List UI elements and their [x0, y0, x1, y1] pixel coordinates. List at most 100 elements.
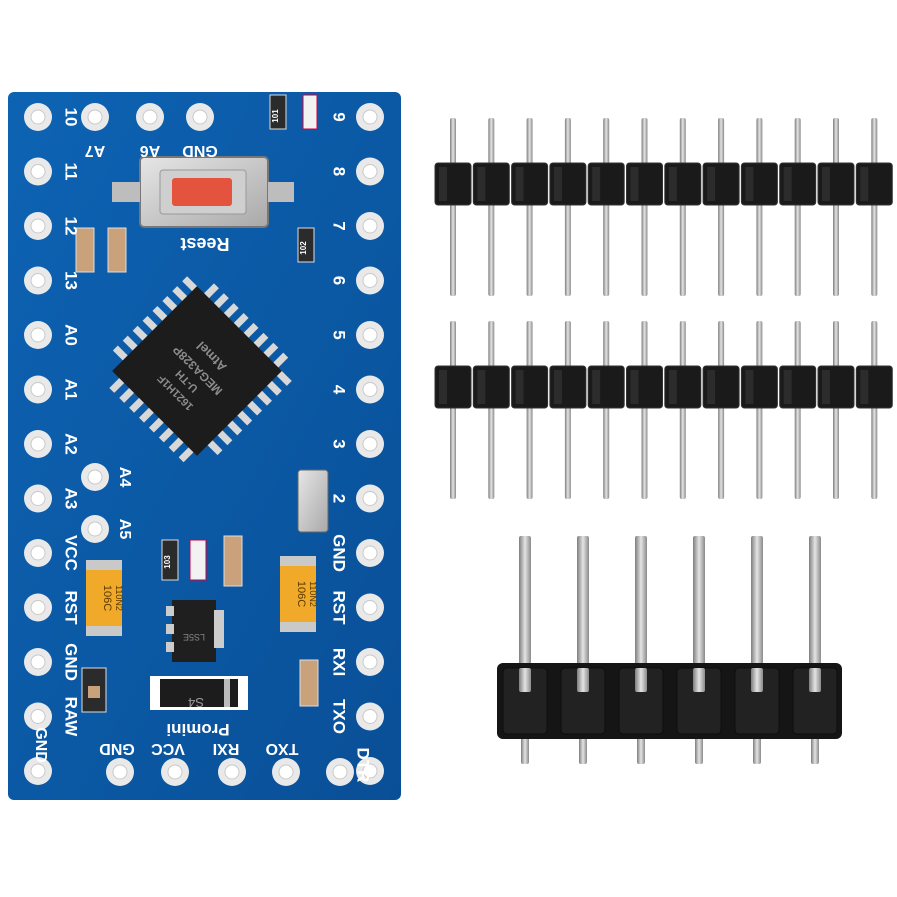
left-pin-label: GND: [32, 727, 49, 763]
chip-pin: [122, 335, 140, 352]
right-pad: [356, 212, 384, 240]
left-pin-label: A1: [62, 379, 81, 401]
angled-pin: [635, 536, 647, 672]
chip-pin: [222, 303, 239, 320]
top-pin-label: A6: [140, 142, 161, 159]
right-pad: [356, 266, 384, 295]
bottom-pin-label: GND: [99, 740, 135, 757]
straight-header-row-1: [434, 118, 893, 296]
header-pin: [526, 118, 533, 296]
header-pin: [718, 321, 725, 499]
left-pin-label: VCC: [62, 535, 81, 571]
left-pin-label: A2: [62, 433, 81, 455]
bottom-pad: [218, 758, 246, 786]
right-pin-row: [356, 103, 384, 785]
svg-text:106C: 106C: [101, 585, 113, 611]
mcu-chip: Atmel MEGA328P U-TH 1621H1F: [109, 276, 292, 463]
angled-pin-tail: [637, 736, 645, 764]
chip-pin: [225, 419, 243, 436]
svg-text:110N2: 110N2: [114, 585, 124, 611]
header-pin: [679, 321, 686, 499]
svg-text:101: 101: [271, 109, 280, 123]
header-pin: [641, 321, 648, 499]
promini-label: Promini: [166, 720, 229, 739]
header-pin: [794, 118, 801, 296]
inner-pad: [81, 463, 109, 491]
header-pin: [603, 118, 610, 296]
chip-pin: [182, 276, 199, 293]
left-pad: [24, 103, 52, 131]
chip-pin: [216, 428, 233, 446]
right-pad: [356, 484, 384, 513]
svg-text:102: 102: [299, 241, 308, 255]
chip-pin: [255, 389, 272, 406]
right-pad: [356, 103, 384, 131]
bottom-pad: [106, 758, 134, 786]
chip-pin: [129, 396, 146, 413]
left-pin-label: 11: [62, 163, 81, 181]
right-pad: [356, 702, 384, 731]
chip-pin: [148, 416, 166, 433]
angled-pin-tail: [811, 736, 819, 764]
header-pin: [871, 118, 878, 296]
angled-pin: [751, 536, 763, 672]
chip-pin: [252, 332, 269, 350]
right-pad: [356, 430, 384, 458]
header-pin: [564, 321, 571, 499]
right-pad: [356, 593, 384, 622]
bottom-pad: [272, 758, 300, 786]
header-pin: [756, 321, 763, 499]
left-pad: [24, 648, 52, 676]
bottom-pin-label: VCC: [151, 740, 185, 757]
chip-pin: [265, 379, 282, 396]
svg-text:103: 103: [163, 555, 172, 569]
right-pin-label: 2: [330, 494, 349, 503]
header-pin: [450, 321, 456, 499]
chip-pin: [178, 445, 195, 463]
right-pad: [356, 539, 384, 567]
header-pin: [526, 321, 533, 499]
left-pin-label: 13: [62, 271, 81, 290]
left-pad: [24, 702, 52, 731]
header-pin: [679, 118, 686, 296]
header-pin: [488, 118, 495, 296]
smd-components: 101 102 103: [75, 94, 319, 713]
left-pin-label: GND: [62, 643, 81, 681]
top-pad: [136, 103, 164, 131]
header-pin: [833, 118, 839, 296]
header-pin: [450, 118, 456, 296]
right-pin-label: 3: [330, 439, 349, 448]
svg-text:110N2: 110N2: [308, 581, 318, 607]
chip-pin: [235, 409, 253, 426]
left-pad: [24, 212, 52, 240]
left-pad: [24, 266, 52, 295]
inner-pin-label: A5: [116, 519, 133, 540]
right-pad: [356, 375, 384, 404]
left-pad: [24, 593, 52, 622]
chip-pin: [142, 315, 159, 333]
chip-pin: [132, 325, 149, 343]
right-pad: [356, 157, 384, 186]
left-pin-label: 10: [62, 108, 81, 127]
angled-pin-tail: [695, 736, 703, 764]
angled-header-body: [497, 663, 842, 739]
right-pin-label: 6: [330, 276, 349, 285]
bottom-pin-row: [106, 758, 354, 786]
bottom-pad: [326, 758, 354, 786]
right-pin-label: GND: [330, 534, 349, 572]
svg-text:S4: S4: [188, 695, 204, 710]
right-pin-label: RST: [330, 591, 349, 626]
chip-pin: [152, 305, 169, 323]
chip-pin: [119, 386, 136, 403]
header-pin: [756, 118, 763, 296]
chip-pin: [202, 283, 219, 300]
inner-pin-pair: [81, 463, 109, 543]
chip-pin: [112, 345, 130, 362]
chip-pin: [262, 342, 279, 359]
right-pad: [356, 757, 384, 785]
chip-pin: [242, 322, 259, 340]
angled-pin: [693, 536, 705, 672]
bottom-pin-label: TXO: [266, 740, 299, 757]
angled-pin: [577, 536, 589, 672]
